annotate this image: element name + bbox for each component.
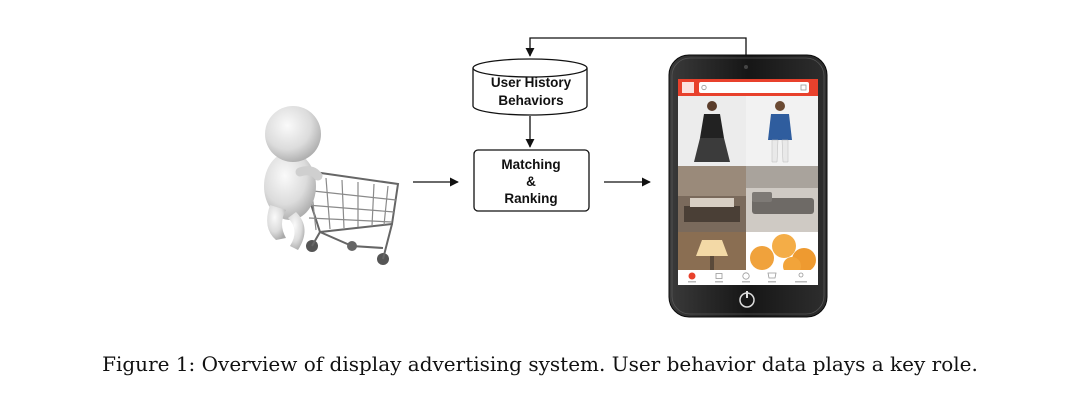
database-cylinder-icon	[472, 58, 588, 78]
app-logo-icon	[682, 82, 694, 93]
user-history-node: User History Behaviors	[472, 58, 588, 116]
product-tile-jacket	[746, 96, 818, 166]
product-tile-oranges	[746, 232, 818, 275]
time-icon	[742, 272, 750, 280]
shopper-with-cart-icon	[264, 106, 400, 265]
product-tile-living-room	[678, 166, 746, 232]
app-tab-bar	[678, 270, 818, 285]
matching-ranking-node: Matching & Ranking	[473, 149, 590, 212]
cart-icon	[767, 272, 777, 279]
matching-label-line2: &	[526, 174, 536, 189]
smartphone-icon	[668, 54, 828, 318]
product-tile-lamp	[678, 232, 746, 270]
scan-icon	[800, 84, 807, 91]
matching-label-line1: Matching	[501, 157, 560, 172]
advertising-system-diagram: User History Behaviors Matching & Rankin…	[264, 37, 828, 318]
user-history-label-line1: User History	[491, 75, 572, 90]
home-icon	[688, 272, 696, 280]
product-tile-dress	[678, 96, 746, 166]
search-icon	[701, 84, 707, 91]
product-tile-sofa	[746, 166, 818, 232]
matching-label-line3: Ranking	[504, 191, 557, 206]
figure-caption: Figure 1: Overview of display advertisin…	[102, 352, 978, 376]
app-search-bar	[699, 82, 809, 93]
user-history-label-line2: Behaviors	[498, 93, 563, 108]
user-icon	[798, 272, 804, 278]
video-icon	[715, 273, 723, 279]
feedback-arrow-phone-to-history	[525, 37, 747, 57]
